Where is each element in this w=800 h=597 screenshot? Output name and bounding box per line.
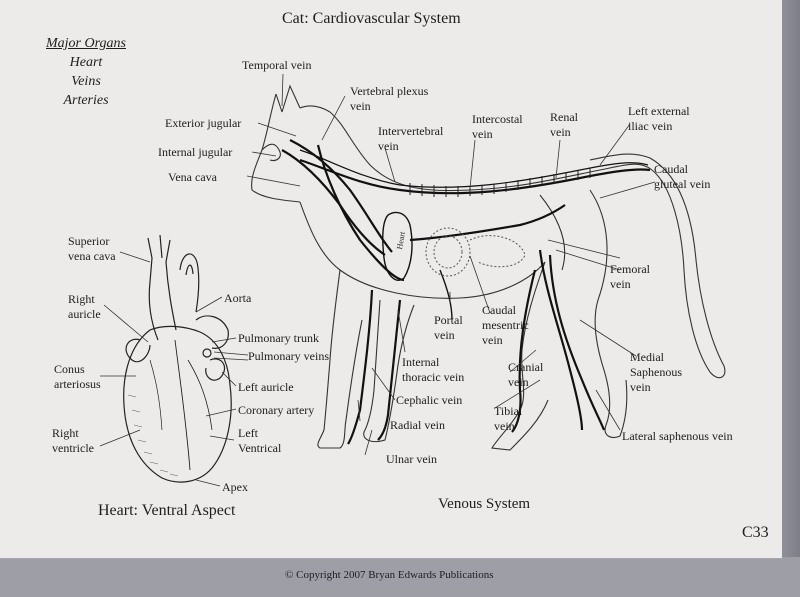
label-lateral-saphenous-vein: Lateral saphenous vein xyxy=(622,429,733,443)
label-conus-arteriosus: Conus arteriosus xyxy=(54,362,101,391)
label-left-auricle: Left auricle xyxy=(238,380,294,394)
caption-venous-system: Venous System xyxy=(438,496,531,512)
label-internal-thoracic-vein: Internal thoracic vein xyxy=(402,355,465,384)
label-right-auricle: Right auricle xyxy=(68,292,101,321)
leader-lines xyxy=(99,73,656,487)
card-code: C33 xyxy=(742,524,769,541)
major-organs-heading: Major Organs xyxy=(46,36,126,51)
label-radial-vein: Radial vein xyxy=(390,418,445,432)
label-exterior-jugular: Exterior jugular xyxy=(165,116,242,130)
major-organ-item: Veins xyxy=(71,74,101,89)
intestines xyxy=(425,227,526,277)
background-bottom xyxy=(0,557,800,597)
label-medial-saphenous-vein: Medial Saphenous vein xyxy=(630,350,682,394)
label-vena-cava: Vena cava xyxy=(168,170,217,184)
label-renal-vein: Renal vein xyxy=(550,110,578,139)
label-intervertebral-vein: Intervertebral vein xyxy=(378,124,444,153)
label-pulmonary-trunk: Pulmonary trunk xyxy=(238,331,319,345)
label-internal-jugular: Internal jugular xyxy=(158,145,233,159)
heart-drawing xyxy=(123,234,232,483)
label-heart-inset: Heart xyxy=(394,231,407,251)
diagram-card: Cat: Cardiovascular System Major Organs … xyxy=(0,0,782,559)
label-ulnar-vein: Ulnar vein xyxy=(386,452,437,466)
diagram-title: Cat: Cardiovascular System xyxy=(282,10,461,27)
label-left-ventrical: Left Ventrical xyxy=(238,426,282,455)
label-vertebral-plexus-vein: Vertebral plexus vein xyxy=(350,84,429,113)
label-pulmonary-veins: Pulmonary veins xyxy=(248,349,329,363)
caption-heart: Heart: Ventral Aspect xyxy=(98,502,236,519)
label-superior-vena-cava: Superior vena cava xyxy=(68,234,116,263)
intercostal-ladder xyxy=(409,168,591,197)
diagram-drawing xyxy=(99,73,726,487)
label-coronary-artery: Coronary artery xyxy=(238,403,315,417)
label-cephalic-vein: Cephalic vein xyxy=(396,393,463,407)
copyright-text: © Copyright 2007 Bryan Edwards Publicati… xyxy=(285,569,494,581)
label-caudal-gluteal-vein: Caudal gluteal vein xyxy=(654,162,711,191)
cat-veins xyxy=(281,139,651,445)
label-femoral-vein: Femoral vein xyxy=(610,262,650,291)
label-cranial-vein: Cranial vein xyxy=(508,360,544,389)
label-intercostal-vein: Intercostal vein xyxy=(472,112,523,141)
label-aorta: Aorta xyxy=(224,291,252,305)
label-temporal-vein: Temporal vein xyxy=(242,58,312,72)
major-organs-list: Major Organs Heart Veins Arteries xyxy=(46,34,126,110)
major-organ-item: Heart xyxy=(69,55,103,70)
heart-shading xyxy=(127,394,179,477)
label-apex: Apex xyxy=(222,480,248,494)
label-tibial-vein: Tibial vein xyxy=(494,404,523,433)
major-organ-item: Arteries xyxy=(63,93,109,108)
label-left-external-iliac-vein: Left external iliac vein xyxy=(628,104,690,133)
label-right-ventricle: Right ventricle xyxy=(52,426,94,455)
label-portal-vein: Portal vein xyxy=(434,313,463,342)
label-caudal-mesentric-vein: Caudal mesentric vein xyxy=(482,303,529,347)
